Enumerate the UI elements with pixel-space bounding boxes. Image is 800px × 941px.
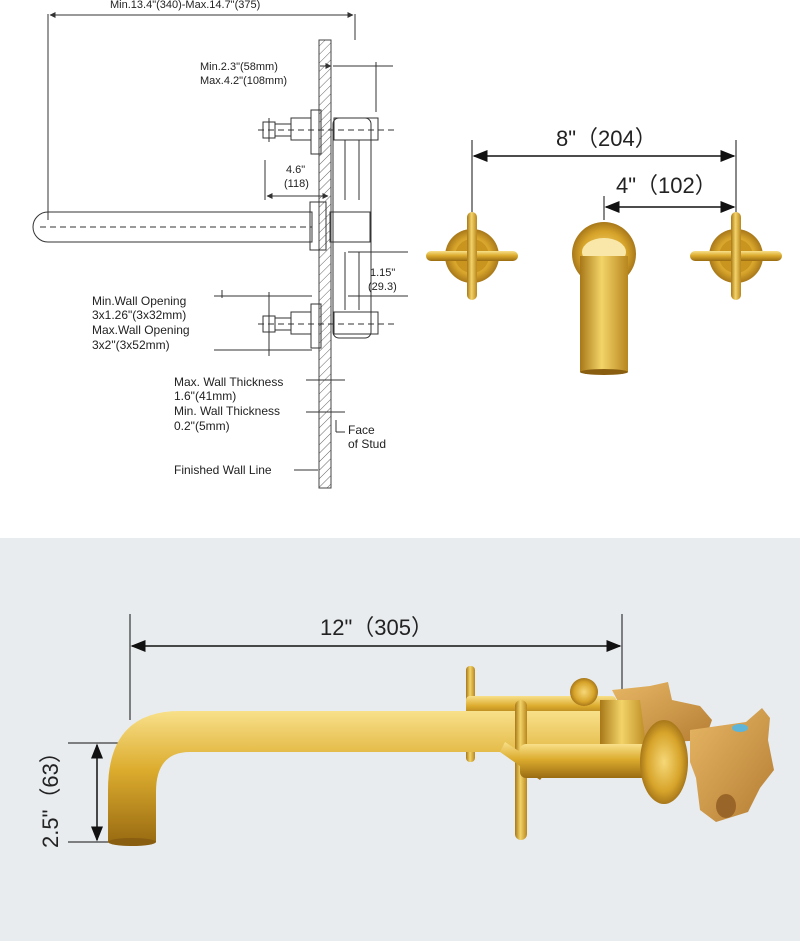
upper-handle-sleeve [290, 117, 312, 141]
valve-body-passages [344, 140, 360, 310]
blue-cap [732, 724, 748, 732]
spout-escutcheon [309, 201, 327, 251]
lower-escutcheon [310, 303, 322, 349]
spout-offset-inch-label: 4.6" [286, 164, 305, 176]
face-of-stud-label-1: Face [348, 423, 375, 437]
brass-outlet [716, 794, 736, 818]
front-spout [572, 222, 636, 375]
spout-to-handle-label: 4"（102） [616, 173, 717, 198]
spout-tube [580, 256, 628, 372]
wall-thickness-min-title: Min. Wall Thickness [174, 404, 280, 418]
valve-offset-mm-label: (29.3) [368, 281, 397, 293]
spout-reach-label: 12"（305） [320, 615, 433, 640]
side-view [68, 614, 774, 846]
upper-valve-port [333, 117, 379, 141]
overall-width-label: Min.13.4"(340)-Max.14.7"(375) [110, 0, 260, 11]
cartridge-depth-max-label: Max.4.2"(108mm) [200, 75, 287, 87]
spout-outlet-side [108, 838, 156, 846]
spout-height-label: 2.5"（63） [38, 741, 63, 848]
back-escutcheon [570, 678, 598, 706]
wall-opening-min-value: 3x1.26"(3x32mm) [92, 308, 186, 322]
handle-spread-label: 8"（204） [556, 126, 657, 151]
spout-valve-port [329, 211, 371, 243]
front-view [426, 140, 782, 375]
lower-valve-port [333, 311, 379, 335]
front-valve-assembly [500, 700, 774, 840]
valve-offset-inch-label: 1.15" [370, 267, 395, 279]
valve-body [332, 117, 372, 339]
finished-wall-line-label: Finished Wall Line [174, 463, 272, 477]
wall-thickness-min-value: 0.2"(5mm) [174, 419, 230, 433]
cartridge-depth-min-label: Min.2.3"(58mm) [200, 61, 278, 73]
face-of-stud-label-2: of Stud [348, 437, 386, 451]
spout-pipe [108, 711, 618, 842]
right-cross-bar-v [731, 212, 741, 300]
spout-outlet [580, 369, 628, 375]
spout-pipe-outline [32, 211, 313, 243]
front-brass-body [690, 708, 774, 822]
upper-escutcheon [310, 109, 322, 155]
wall-opening-max-value: 3x2"(3x52mm) [92, 338, 170, 352]
right-cross-handle [690, 212, 782, 300]
left-cross-handle [426, 212, 518, 300]
wall-opening-min-title: Min.Wall Opening [92, 294, 186, 308]
front-handle-sleeve [520, 744, 680, 778]
wall-opening-max-title: Max.Wall Opening [92, 323, 190, 337]
front-escutcheon [640, 720, 688, 804]
wall-thickness-max-value: 1.6"(41mm) [174, 389, 236, 403]
technical-drawing [32, 12, 408, 489]
left-cross-bar-v [467, 212, 477, 300]
wall-section [318, 39, 332, 489]
spout-offset-mm-label: (118) [284, 178, 309, 190]
lower-handle-sleeve [290, 311, 312, 335]
wall-thickness-max-title: Max. Wall Thickness [174, 375, 283, 389]
